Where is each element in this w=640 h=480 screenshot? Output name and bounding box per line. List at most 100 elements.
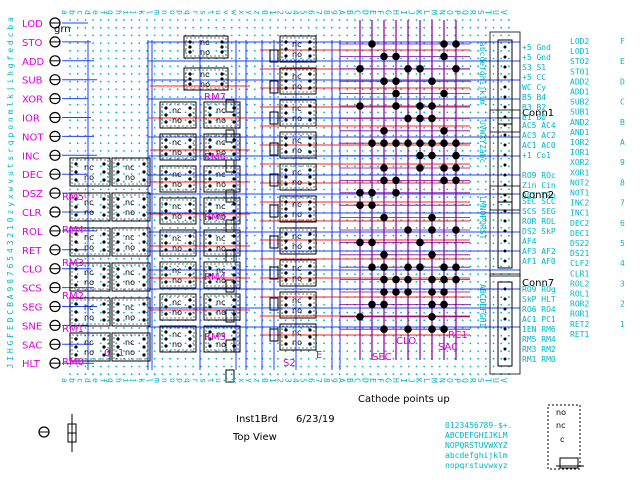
grid-hole: [84, 242, 87, 245]
output-label: NOT2: [570, 178, 589, 187]
grid-hole: [415, 19, 418, 21]
grid-hole: [307, 57, 310, 60]
relay-pin: [164, 184, 168, 188]
grid-hole: [415, 311, 418, 314]
grid-hole: [192, 173, 195, 175]
grid-hole: [238, 257, 241, 260]
grid-hole: [169, 73, 172, 75]
diode-dot: [356, 238, 364, 247]
grid-hole: [207, 373, 210, 376]
grid-hole: [346, 42, 349, 44]
grid-hole: [423, 26, 426, 29]
bottom-index: 0: [260, 378, 269, 383]
relay-pin: [116, 162, 120, 166]
diode-dot: [440, 300, 448, 309]
connector-pin-label: 1EN RM6: [522, 325, 556, 334]
grid-hole: [400, 103, 402, 106]
grid-hole: [484, 111, 487, 114]
grid-hole: [223, 19, 225, 21]
relay-nc: nc: [84, 233, 93, 242]
relay-outline: [113, 194, 149, 220]
grid-hole: [277, 327, 279, 329]
grid-hole: [215, 311, 218, 314]
grid-hole: [269, 126, 272, 129]
terminal-label: ADD: [22, 57, 45, 68]
output-code: F: [620, 37, 625, 46]
grid-hole: [92, 288, 94, 291]
output-label: DS22: [570, 239, 589, 248]
grid-hole: [508, 65, 510, 68]
grid-hole: [508, 165, 510, 168]
bottom-index: 3: [283, 378, 292, 383]
grid-hole: [130, 34, 133, 37]
relay-body: [69, 262, 111, 292]
relay-pin: [74, 345, 78, 349]
grid-hole: [469, 142, 472, 145]
relay-pin: [208, 145, 212, 149]
bottom-index: x: [237, 378, 246, 383]
grid-hole: [492, 203, 495, 206]
grid-hole: [508, 49, 510, 52]
grid-hole: [292, 350, 295, 352]
grid-hole: [84, 188, 87, 191]
relay-body: [69, 157, 111, 187]
relay-body: [69, 227, 111, 257]
grid-hole: [84, 257, 87, 260]
grid-hole: [246, 227, 249, 229]
grid-hole: [354, 280, 356, 283]
grid-hole: [323, 134, 325, 137]
grid-hole: [377, 119, 379, 121]
relay-no: no: [200, 112, 210, 121]
grid-hole: [123, 150, 125, 152]
grid-hole: [92, 49, 94, 52]
grid-hole: [269, 42, 272, 44]
grid-hole: [84, 311, 87, 314]
grid-hole: [153, 273, 156, 275]
grid-hole: [500, 49, 503, 52]
relay-pin: [188, 104, 191, 107]
grid-hole: [169, 365, 172, 368]
grid-hole: [161, 311, 164, 314]
grid-hole: [223, 334, 225, 337]
grid-hole: [384, 227, 387, 229]
relay-pin: [116, 302, 120, 306]
grid-hole: [330, 373, 333, 376]
relay-no: no: [200, 176, 210, 185]
grid-hole: [500, 234, 503, 237]
relay-pin: [164, 113, 168, 117]
grid-hole: [469, 365, 472, 368]
relay-pin: [220, 264, 223, 267]
relay-body: [279, 291, 317, 319]
grid-hole: [438, 26, 441, 29]
grid-hole: [130, 188, 133, 191]
grid-hole: [253, 311, 256, 314]
grid-hole: [508, 119, 510, 121]
connector-pin: [503, 357, 507, 361]
grid-hole: [146, 96, 148, 98]
grid-hole: [400, 234, 402, 237]
grid-hole: [361, 19, 364, 21]
connector-pin: [503, 287, 507, 291]
grid-hole: [246, 365, 249, 368]
relay-outline: [281, 133, 315, 157]
top-index: H: [391, 10, 400, 15]
grid-hole: [446, 350, 449, 352]
grid-hole: [130, 265, 133, 268]
grid-hole: [138, 103, 141, 106]
grid-hole: [192, 265, 195, 268]
grid-hole: [176, 234, 179, 237]
grid-hole: [169, 19, 172, 21]
grid-hole: [500, 196, 503, 199]
relay-no: no: [172, 340, 182, 349]
diode-dot: [404, 226, 412, 234]
relay-label-left: RM5: [62, 192, 84, 203]
relay-pin: [102, 162, 106, 166]
relay-pin: [102, 213, 106, 217]
grid-hole: [200, 373, 202, 376]
terminal-hlt: HLT: [22, 357, 61, 370]
relay-pin: [142, 345, 146, 349]
grid-hole: [508, 304, 510, 306]
grid-hole: [292, 180, 295, 183]
